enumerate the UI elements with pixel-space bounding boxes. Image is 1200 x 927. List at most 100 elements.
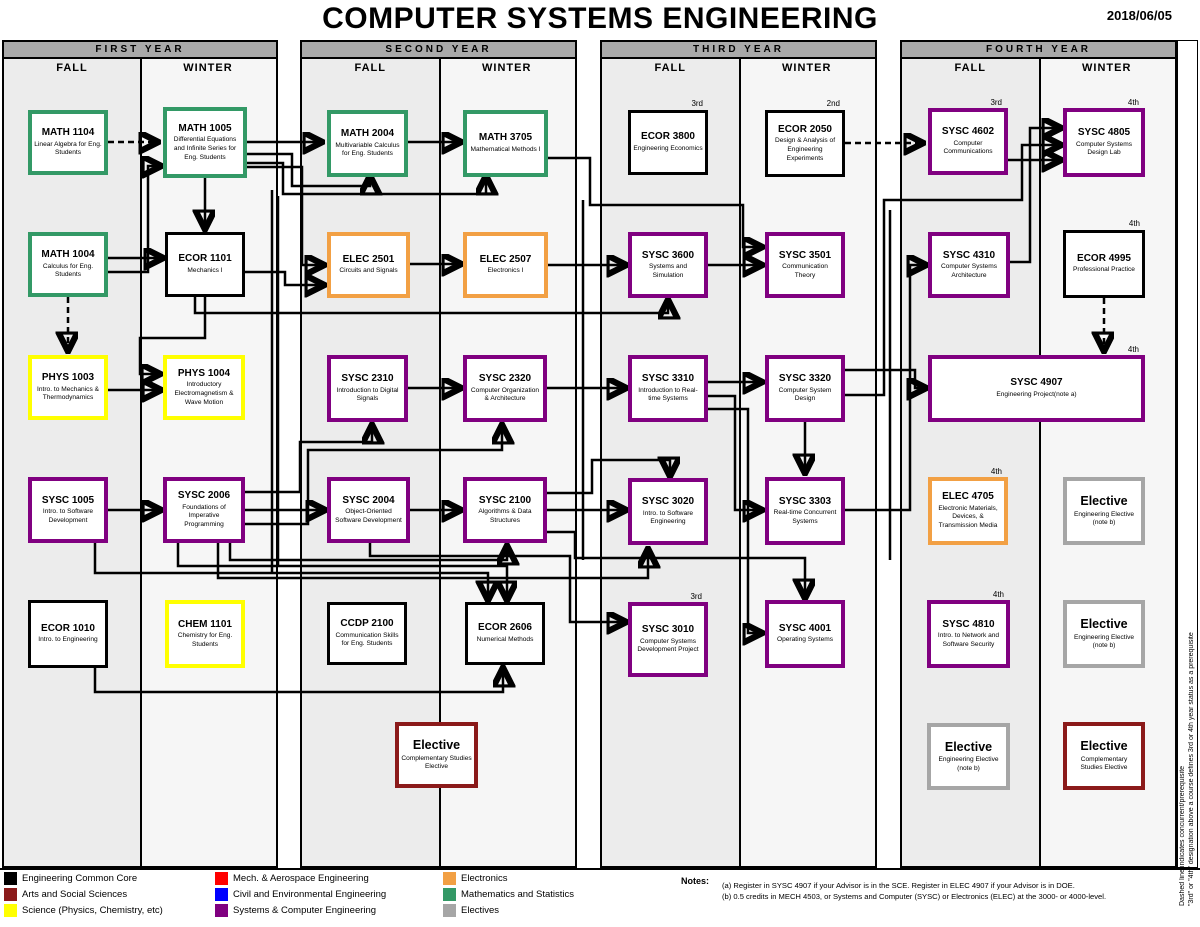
legend-label: Engineering Common Core	[22, 873, 138, 884]
course-title: Mechanics I	[187, 266, 223, 274]
course-title: Mathematical Methods I	[470, 145, 541, 153]
year-status-badge: 3rd	[691, 99, 703, 108]
course-title: Introductory Electromagnetism & Wave Mot…	[174, 381, 234, 406]
course-code: SYSC 3600	[641, 249, 695, 261]
year-header-third: THIRD YEAR	[602, 42, 875, 59]
course-title: Circuits and Signals	[339, 267, 398, 275]
course-code: SYSC 3020	[641, 496, 695, 508]
legend-color-swatch	[443, 888, 456, 901]
fall-column-background	[4, 42, 140, 866]
term-label-winter: WINTER	[183, 62, 233, 74]
course-code: SYSC 3501	[778, 249, 832, 261]
course-title: Intro. to Mechanics & Thermodynamics	[37, 385, 99, 402]
edge-sysc2006-sysc2310	[245, 427, 372, 494]
course-code: Elective	[1080, 494, 1128, 509]
course-title: Engineering Economics	[633, 144, 703, 152]
term-label-fall: FALL	[56, 62, 88, 74]
course-code: PHYS 1004	[177, 367, 231, 379]
course-code: SYSC 2320	[478, 373, 532, 385]
year-status-badge: 4th	[992, 590, 1004, 599]
course-code: SYSC 4310	[942, 249, 996, 261]
course-code: ECOR 1010	[41, 622, 95, 634]
course-code: SYSC 3010	[641, 624, 695, 636]
legend-color-swatch	[4, 888, 17, 901]
course-code: MATH 3705	[478, 132, 533, 144]
course-title: Intro. to Network and Software Security	[937, 632, 1000, 648]
term-label-fall: FALL	[954, 62, 986, 74]
course-code: CHEM 1101	[178, 618, 232, 630]
revision-date: 2018/06/05	[1106, 8, 1172, 23]
course-code: ECOR 1101	[178, 253, 232, 265]
course-title: Numerical Methods	[476, 635, 534, 643]
course-code: SYSC 2100	[478, 494, 532, 506]
fall-column-background	[602, 42, 739, 866]
edge-sysc2100-sysc3020-top	[547, 460, 670, 495]
edge-ecor1101-sysc3600	[193, 297, 668, 313]
course-title: Computer System Design	[778, 386, 832, 403]
year-status-badge: 2nd	[826, 99, 840, 108]
course-title: Engineering Elective (note b)	[1073, 633, 1135, 650]
year-status-badge: 3rd	[690, 592, 702, 601]
year-status-badge: 3rd	[990, 98, 1002, 107]
legend-color-swatch	[215, 904, 228, 917]
course-title: Intro. to Software Development	[42, 508, 94, 524]
edge-sysc3310-sysc4001	[708, 407, 760, 633]
right-margin-column: Dashed line indicates concurrent/prerequ…	[1177, 40, 1198, 906]
edge-math1005-elec2501	[247, 165, 322, 265]
term-label-winter: WINTER	[482, 62, 532, 74]
legend-color-swatch	[443, 872, 456, 885]
course-title: Systems and Simulation	[648, 263, 688, 279]
legend-color-swatch	[215, 872, 228, 885]
course-code: Elective	[412, 738, 461, 753]
course-title: Object-Oriented Software Development	[335, 508, 402, 524]
course-code: ECOR 4995	[1077, 252, 1131, 264]
course-title: Differential Equations and Infinite Seri…	[173, 136, 237, 161]
edge-sysc2100-sysc4001	[547, 530, 805, 596]
edge-sysc1005-ecor2606	[93, 543, 488, 598]
course-code: SYSC 2310	[341, 373, 394, 385]
course-title: Engineering Elective (note b)	[1073, 510, 1135, 527]
edge-sysc2006-sysc2100	[228, 543, 507, 560]
course-code: CCDP 2100	[340, 618, 394, 630]
term-label-fall: FALL	[354, 62, 386, 74]
course-code: SYSC 4907	[1010, 377, 1063, 389]
course-code: ELEC 2501	[342, 253, 395, 265]
legend-color-swatch	[215, 888, 228, 901]
course-title: Introduction to Real-time Systems	[638, 386, 698, 403]
term-label-winter: WINTER	[1082, 62, 1132, 74]
legend-label: Systems & Computer Engineering	[233, 905, 377, 916]
edge-math1005-math2004-b	[247, 152, 370, 186]
course-code: PHYS 1003	[41, 372, 95, 384]
course-code: SYSC 3310	[641, 373, 695, 385]
legend-color-swatch	[443, 904, 456, 917]
course-code: ELEC 2507	[479, 253, 532, 265]
course-title: Intro. to Engineering	[38, 636, 98, 644]
course-title: Multivariable Calculus for Eng. Students	[335, 141, 400, 158]
